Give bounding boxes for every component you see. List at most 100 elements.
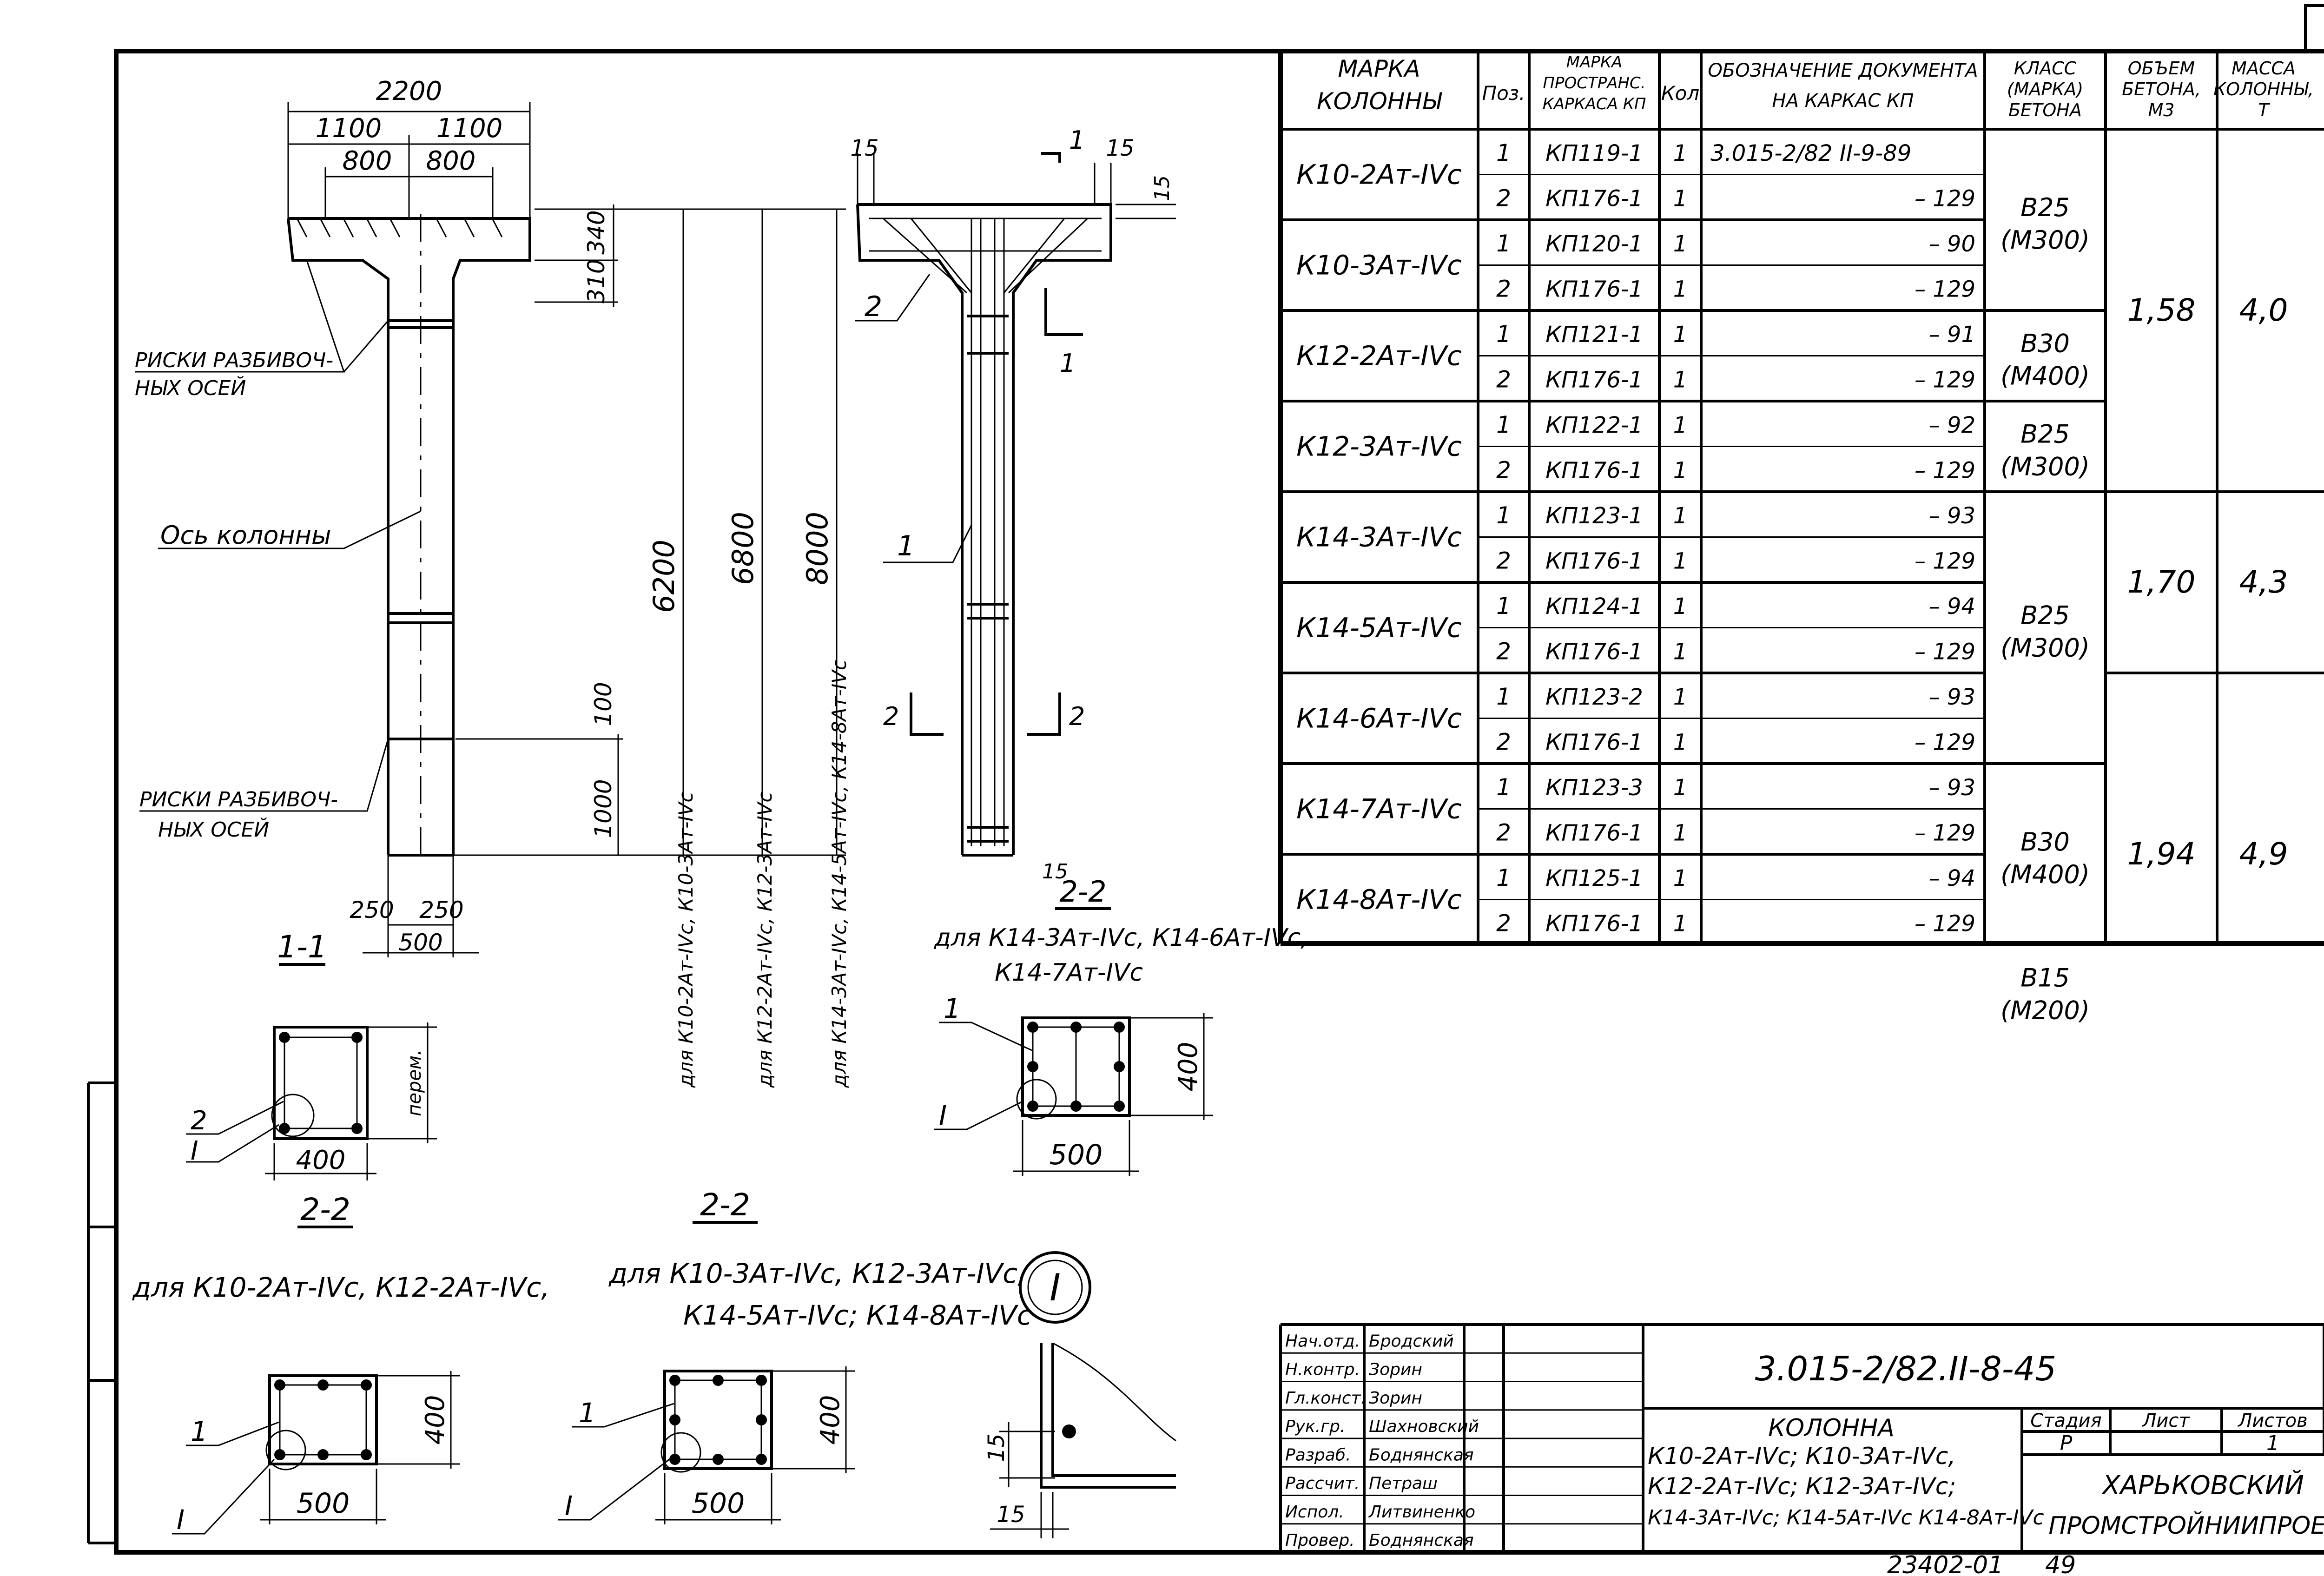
cell-qty: 1 bbox=[1673, 911, 1688, 937]
cell-frame: КП176-1 bbox=[1545, 639, 1643, 665]
cell-qty: 1 bbox=[1673, 231, 1688, 257]
cell-doc: – 90 bbox=[1929, 231, 1975, 257]
column-elevation: 2200 1100 1100 800 800 340 310 6200 6800… bbox=[135, 76, 851, 1088]
cell-frame: КП119-1 bbox=[1545, 140, 1643, 166]
cell-qty: 1 bbox=[1673, 820, 1688, 846]
col-mark: К14-3Ат-IVс bbox=[1296, 521, 1462, 553]
th-mark-1: МАРКА bbox=[1338, 55, 1420, 82]
mass-value: 4,3 bbox=[2239, 564, 2288, 600]
s11-title: 1-1 bbox=[277, 929, 327, 965]
tb-name: Шахновский bbox=[1369, 1417, 1479, 1436]
s11-pos-I: I bbox=[191, 1136, 198, 1166]
tb-name: Петраш bbox=[1369, 1474, 1438, 1493]
dim-250-left: 250 bbox=[350, 897, 394, 923]
col-mark: К14-8Ат-IVс bbox=[1296, 884, 1462, 916]
height-note-k12: для К12-2Ат-IVс, К12-3Ат-IVс bbox=[753, 791, 776, 1088]
cell-pos: 1 bbox=[1496, 593, 1511, 620]
s22c-pos-I: I bbox=[939, 1100, 947, 1131]
rv-dim-15-d: 15 bbox=[1042, 860, 1068, 884]
tb-role: Гл.конст. bbox=[1285, 1389, 1366, 1408]
s22c-title: 2-2 bbox=[1059, 875, 1106, 909]
label-axis-marks-top-1: РИСКИ РАЗБИВОЧ- bbox=[135, 349, 333, 372]
cell-qty: 1 bbox=[1673, 140, 1688, 166]
rv-dim-15-c: 15 bbox=[1150, 175, 1174, 201]
sheets-label: Листов bbox=[2237, 1410, 2307, 1431]
reinforcement-view: 15 15 15 15 1 1 2 2 1 2 bbox=[850, 125, 1176, 884]
dim-8000: 8000 bbox=[800, 512, 834, 585]
cell-frame: КП176-1 bbox=[1545, 820, 1643, 846]
dim-310: 310 bbox=[583, 259, 610, 303]
cell-frame: КП122-1 bbox=[1545, 412, 1643, 438]
th-class-3: БЕТОНА bbox=[2008, 100, 2082, 120]
s22a-pos-I: I bbox=[177, 1504, 185, 1536]
cell-doc: – 129 bbox=[1915, 911, 1975, 937]
cell-frame: КП125-1 bbox=[1545, 865, 1643, 891]
s11-dim-400: 400 bbox=[296, 1145, 346, 1175]
col-mark: К14-5Ат-IVс bbox=[1296, 612, 1462, 644]
dim-800-left: 800 bbox=[343, 146, 392, 176]
title-line-1: КОЛОННА bbox=[1768, 1414, 1895, 1442]
tb-name: Зорин bbox=[1369, 1389, 1422, 1408]
concrete-mark: (М300) bbox=[2000, 452, 2090, 481]
s22b-dim-500: 500 bbox=[692, 1487, 745, 1520]
height-note-k10: для К10-2Ат-IVс, К10-3Ат-IVс bbox=[674, 791, 697, 1088]
s22b-pos-I: I bbox=[565, 1490, 573, 1522]
cell-doc: – 129 bbox=[1915, 820, 1975, 846]
concrete-mark: (М400) bbox=[2000, 860, 2090, 889]
dim-1100-right: 1100 bbox=[436, 113, 503, 144]
cell-pos: 1 bbox=[1496, 683, 1511, 710]
col-mark: К10-2Ат-IVс bbox=[1296, 159, 1462, 191]
concrete-mark: (М300) bbox=[2000, 225, 2090, 255]
dim-340: 340 bbox=[583, 210, 610, 254]
rv-dim-15-a: 15 bbox=[850, 135, 878, 161]
concrete-class: В25 bbox=[2020, 601, 2070, 630]
tb-role: Разраб. bbox=[1285, 1445, 1351, 1464]
cell-qty: 1 bbox=[1673, 367, 1688, 393]
cell-pos: 2 bbox=[1496, 819, 1511, 846]
th-frame-3: КАРКАСА КП bbox=[1543, 95, 1646, 113]
cell-pos: 1 bbox=[1496, 139, 1511, 166]
tb-role: Н.контр. bbox=[1285, 1360, 1360, 1379]
cell-pos: 2 bbox=[1496, 910, 1511, 937]
pos-2-leader: 2 bbox=[865, 290, 882, 323]
th-mass-1: МАССА bbox=[2232, 58, 2296, 79]
tb-name: Боднянская bbox=[1369, 1531, 1474, 1550]
th-class-1: КЛАСС bbox=[2014, 58, 2077, 79]
tb-name: Литвиненко bbox=[1368, 1503, 1475, 1522]
cell-doc: – 129 bbox=[1915, 277, 1975, 303]
th-mark-2: КОЛОННЫ bbox=[1317, 88, 1442, 115]
concrete-class: В25 bbox=[2020, 193, 2070, 222]
section-2-2-a: 2-2 для К10-2Ат-IVс, К12-2Ат-IVс, 400 50… bbox=[132, 1192, 550, 1536]
th-doc-1: ОБОЗНАЧЕНИЕ ДОКУМЕНТА bbox=[1708, 60, 1978, 81]
cut-2-left: 2 bbox=[883, 702, 899, 731]
cell-frame: КП176-1 bbox=[1545, 186, 1643, 212]
title-block: Нач.отд.БродскийН.контр.ЗоринГл.конст.Зо… bbox=[1279, 1323, 2324, 1552]
volume-value: 1,94 bbox=[2127, 836, 2196, 872]
s22a-title: 2-2 bbox=[300, 1192, 350, 1227]
concrete-mark: (М200) bbox=[2000, 996, 2090, 1025]
th-class-2: (МАРКА) bbox=[2007, 79, 2083, 99]
cell-qty: 1 bbox=[1673, 548, 1688, 574]
s11-pos-2: 2 bbox=[191, 1106, 207, 1136]
cell-doc: – 94 bbox=[1929, 865, 1975, 891]
detail-dim-15-v: 15 bbox=[984, 1433, 1010, 1462]
tb-name: Бродский bbox=[1369, 1332, 1454, 1351]
s22c-note-2: К14-7Ат-IVс bbox=[995, 959, 1143, 987]
cell-qty: 1 bbox=[1673, 775, 1688, 801]
cell-pos: 1 bbox=[1496, 230, 1511, 257]
cell-doc: 3.015-2/82 II-9-89 bbox=[1710, 140, 1911, 166]
spec-table bbox=[1278, 51, 2324, 946]
dim-6200: 6200 bbox=[647, 540, 681, 613]
doc-code: 3.015-2/82.II-8-45 bbox=[1755, 1349, 2057, 1388]
mass-value: 4,0 bbox=[2239, 292, 2288, 328]
cell-qty: 1 bbox=[1673, 322, 1688, 348]
cell-qty: 1 bbox=[1673, 277, 1688, 303]
s22c-note-1: для К14-3Ат-IVс, К14-6Ат-IVс, bbox=[934, 924, 1308, 952]
s22b-dim-400: 400 bbox=[815, 1395, 845, 1445]
th-frame-2: ПРОСТРАНС. bbox=[1543, 74, 1645, 92]
th-vol-1: ОБЪЕМ bbox=[2128, 58, 2195, 79]
table-header: МАРКА КОЛОННЫ Поз. МАРКА ПРОСТРАНС. КАРК… bbox=[1317, 53, 2314, 120]
cell-doc: – 94 bbox=[1929, 593, 1975, 620]
